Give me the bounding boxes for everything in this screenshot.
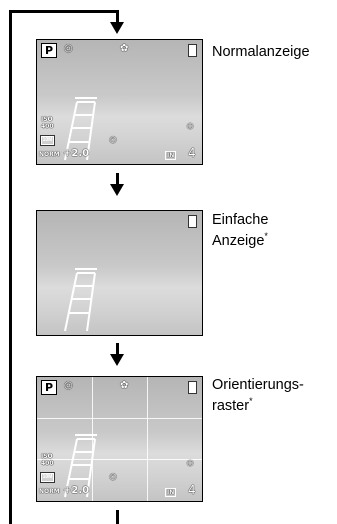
grid-line-vertical (147, 377, 148, 501)
mode-indicator: P (41, 380, 57, 395)
stabilizer-icon: ◎ (64, 43, 73, 54)
flow-stem-3 (116, 343, 119, 355)
footnote-marker: * (264, 231, 268, 241)
macro-icon: ✿ (120, 380, 129, 391)
ladder-image (64, 268, 97, 332)
card-icon: IN (165, 488, 177, 497)
battery-icon (188, 215, 197, 228)
ladder-image (64, 434, 97, 498)
flow-stem-bottom (116, 510, 119, 524)
arrow-down-icon (110, 184, 124, 196)
label-line-1: Orientierungs- (212, 377, 304, 393)
compression-indicator: NORM (39, 488, 60, 495)
arrow-down-icon (110, 22, 124, 34)
grid-line-horizontal (37, 459, 202, 460)
flow-top-line (9, 10, 118, 13)
grid-line-vertical (92, 377, 93, 501)
remaining-shots: 4 (188, 483, 196, 497)
battery-icon (188, 44, 197, 57)
resolution-indicator: 10M (40, 135, 55, 146)
grid-line-horizontal (37, 418, 202, 419)
iso-indicator: ISO 400 (41, 116, 54, 130)
footnote-marker: * (249, 396, 253, 406)
ladder-image (64, 97, 97, 161)
iso-label: ISO (41, 116, 53, 123)
compression-indicator: NORM (39, 151, 60, 158)
label-grid-display: Orientierungs- raster* (212, 377, 304, 414)
stabilizer-icon: ◎ (64, 380, 73, 391)
label-normal-display: Normalanzeige (212, 44, 310, 60)
exposure-value: +2.0 (63, 485, 90, 496)
iso-label: ISO (41, 453, 53, 460)
flow-stem-1 (116, 10, 119, 24)
battery-icon (188, 381, 197, 394)
label-simple-display: Einfache Anzeige* (212, 212, 268, 249)
remaining-shots: 4 (188, 146, 196, 160)
label-line-1: Einfache (212, 212, 269, 228)
exposure-value: +2.0 (63, 148, 90, 159)
resolution-indicator: 10M (40, 472, 55, 483)
flow-left-line (9, 10, 12, 524)
iso-indicator: ISO 400 (41, 453, 54, 467)
card-icon: IN (165, 151, 177, 160)
self-timer-icon: ⏲ (109, 135, 117, 146)
face-detect-icon: ☺ (185, 458, 196, 469)
self-timer-icon: ⏲ (109, 472, 117, 483)
iso-value: 400 (41, 122, 54, 130)
camera-screen-simple (36, 210, 203, 336)
face-detect-icon: ☺ (185, 121, 196, 132)
label-text: Normalanzeige (212, 44, 310, 60)
arrow-down-icon (110, 354, 124, 366)
flow-stem-2 (116, 173, 119, 185)
label-line-2: raster (212, 397, 250, 414)
camera-screen-grid: P ◎ ✿ ISO 400 10M ⏲ ☺ NORM +2.0 IN 4 (36, 376, 203, 502)
macro-icon: ✿ (120, 43, 129, 54)
label-line-2: Anzeige (212, 232, 265, 249)
mode-indicator: P (41, 43, 57, 58)
iso-value: 400 (41, 459, 54, 467)
camera-screen-normal: P ◎ ✿ ISO 400 10M ⏲ ☺ NORM +2.0 IN 4 (36, 39, 203, 165)
